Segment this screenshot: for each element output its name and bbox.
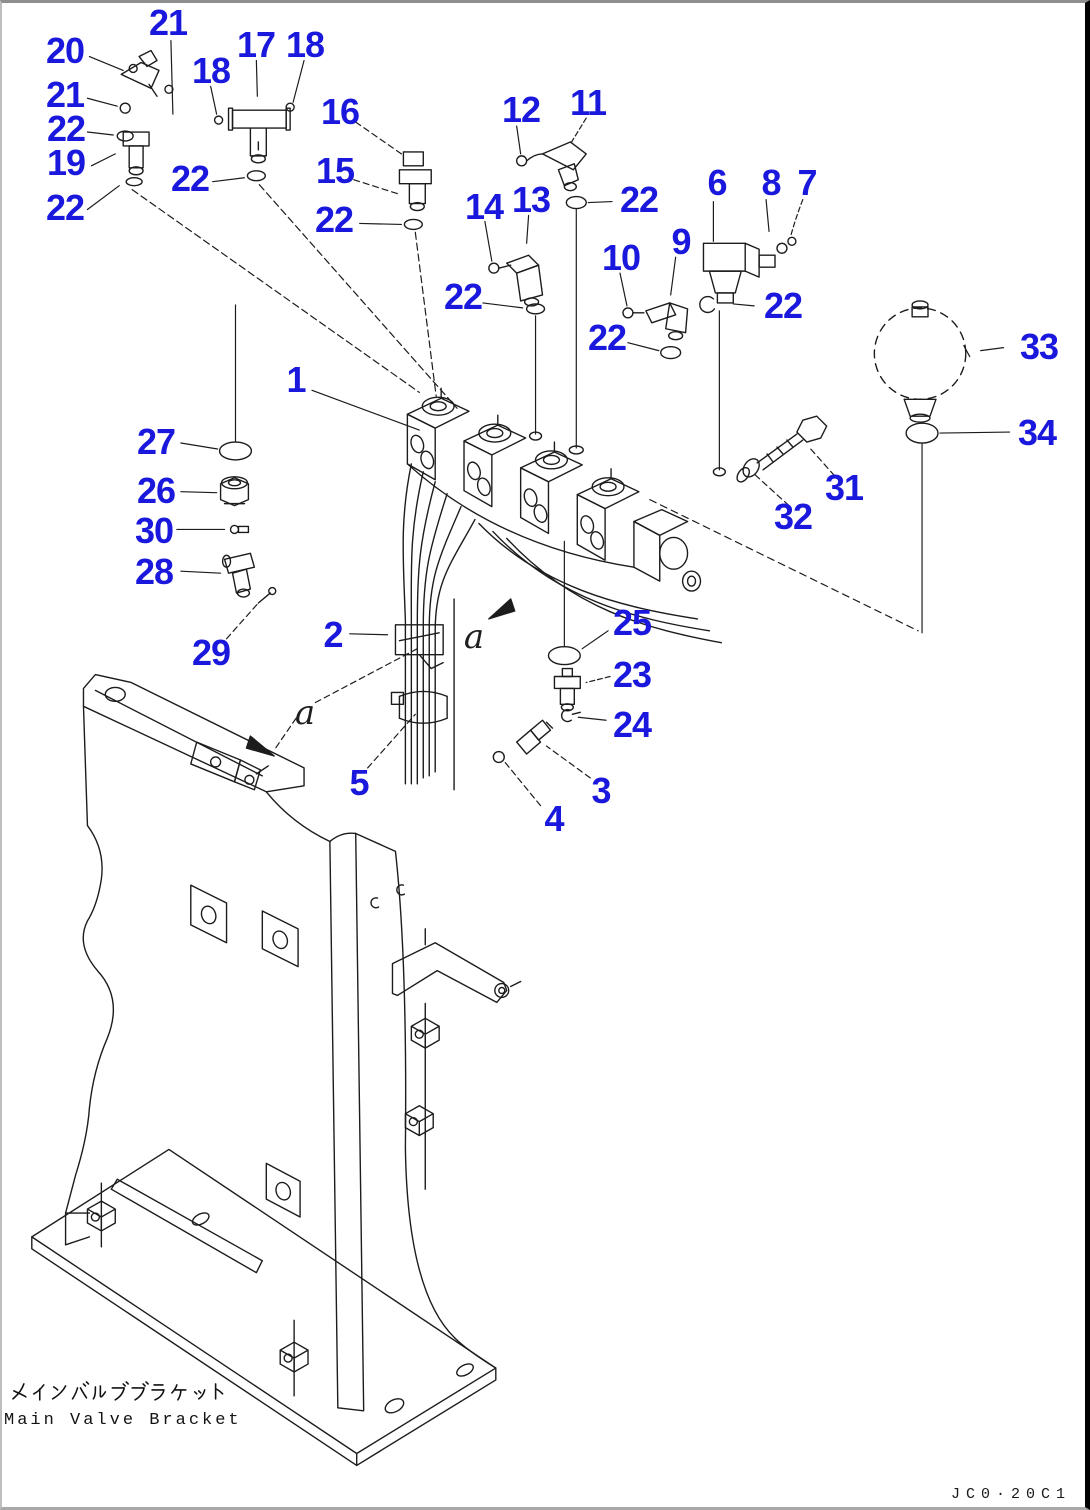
callout-7-16: 7	[797, 162, 817, 203]
callout-5-40: 5	[349, 762, 369, 803]
accumulator-33	[873, 300, 967, 423]
callout-18-3: 18	[285, 24, 325, 65]
callout-23-38: 23	[612, 654, 652, 695]
caption-english: Main Valve Bracket	[4, 1411, 242, 1430]
ring-4	[492, 750, 505, 764]
elbow-fitting-13	[488, 254, 546, 315]
cap-25	[547, 646, 581, 666]
reference-letter-a-1: a	[294, 693, 316, 733]
callout-22-25: 22	[587, 317, 627, 358]
tee-fitting-17	[213, 102, 295, 182]
caption-japanese-strokes	[12, 1381, 224, 1401]
hose-clamp-2	[394, 624, 444, 670]
callout-1-27: 1	[286, 359, 306, 400]
callout-22-12: 22	[170, 158, 210, 199]
fitting-15-16	[398, 151, 432, 231]
fitting-items	[116, 49, 939, 764]
cube-nut	[86, 1200, 116, 1232]
callout-24-39: 24	[612, 704, 652, 745]
callout-19-10: 19	[46, 142, 86, 183]
plug-34	[905, 422, 939, 444]
cube-nut	[279, 1341, 309, 1373]
bolt-31	[756, 415, 828, 471]
drawing-code: JC0·20C1	[950, 1486, 1071, 1503]
callout-34-28: 34	[1017, 412, 1057, 453]
mounting-bracket	[31, 673, 522, 1467]
callout-14-18: 14	[464, 186, 504, 227]
cap-27	[218, 441, 253, 461]
fitting-3	[515, 719, 554, 755]
washer-32	[736, 458, 760, 483]
callout-8-15: 8	[761, 162, 781, 203]
callout-22-17: 22	[619, 179, 659, 220]
callout-2-35: 2	[323, 614, 343, 655]
elbow-fitting-9	[622, 302, 689, 360]
diagram-line-art	[12, 40, 1011, 1467]
callout-3-41: 3	[591, 770, 611, 811]
callout-29-36: 29	[191, 632, 231, 673]
callout-21-0: 21	[148, 2, 188, 43]
hose-bundle	[402, 463, 723, 791]
callout-26-31: 26	[136, 470, 176, 511]
valve-23	[553, 667, 581, 712]
solenoid-valve-6	[699, 236, 797, 314]
callout-25-37: 25	[612, 602, 652, 643]
callout-13-19: 13	[511, 179, 551, 220]
callout-21-5: 21	[45, 74, 85, 115]
callout-32-32: 32	[773, 496, 813, 537]
callout-6-14: 6	[707, 162, 727, 203]
cube-nut	[410, 1017, 440, 1049]
cube-nut	[404, 1105, 434, 1137]
callout-11-7: 11	[569, 82, 607, 123]
elbow-fitting-11	[515, 141, 587, 210]
callout-16-8: 16	[320, 91, 360, 132]
callout-22-13: 22	[45, 187, 85, 228]
callout-10-21: 10	[601, 237, 641, 278]
callout-15-11: 15	[315, 150, 355, 191]
plug-30	[229, 524, 250, 535]
nipple-fitting-19	[116, 130, 150, 187]
callout-31-30: 31	[824, 467, 864, 508]
callout-22-23: 22	[443, 276, 483, 317]
callout-9-22: 9	[671, 221, 691, 262]
callout-4-42: 4	[544, 798, 564, 839]
callout-18-4: 18	[191, 50, 231, 91]
nut-26	[219, 476, 250, 507]
valve-manifold	[406, 387, 702, 592]
screw-29	[257, 586, 277, 604]
callout-22-20: 22	[314, 199, 354, 240]
hose-clamp-5	[390, 690, 448, 724]
callout-33-26: 33	[1019, 326, 1059, 367]
reference-letter-a-0: a	[463, 617, 485, 657]
callout-12-6: 12	[501, 89, 541, 130]
callout-22-9: 22	[46, 108, 86, 149]
callout-30-33: 30	[134, 510, 174, 551]
callout-20-1: 20	[45, 30, 85, 71]
clip-24	[560, 708, 581, 723]
elbow-fitting-20	[119, 49, 174, 114]
elbow-28	[221, 552, 256, 598]
callout-28-34: 28	[134, 551, 174, 592]
callout-22-24: 22	[763, 285, 803, 326]
callout-17-2: 17	[236, 24, 276, 65]
callout-27-29: 27	[136, 421, 176, 462]
leader-lines	[86, 40, 1011, 807]
